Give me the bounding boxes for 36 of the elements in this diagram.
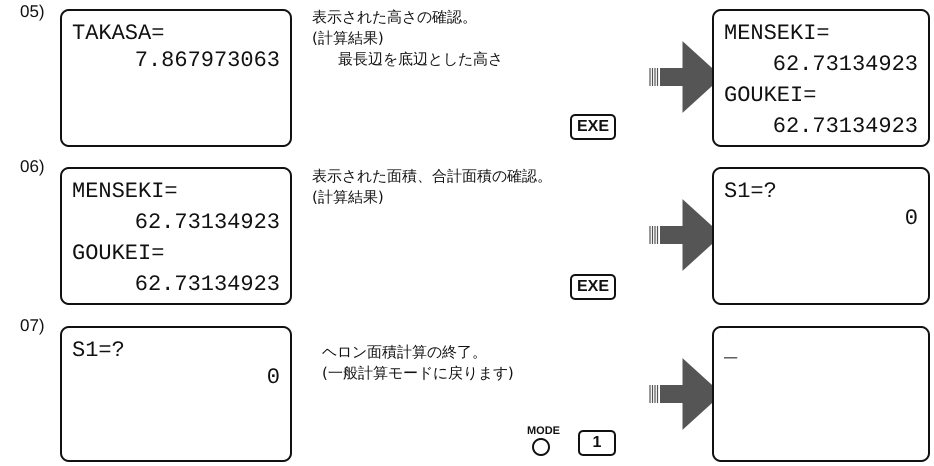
display-text: GOUKEI= [72, 241, 164, 267]
description-text: 表示された高さの確認。 [312, 8, 477, 27]
description-text: ヘロン面積計算の終了。 [322, 343, 487, 362]
display-text: MENSEKI= [72, 179, 178, 205]
display-screen [712, 167, 930, 305]
key-button: EXE [570, 274, 616, 300]
display-text: S1=? [72, 338, 125, 364]
description-text: (計算結果) [312, 29, 384, 48]
display-text: 7.867973063 [134, 48, 280, 74]
display-screen [60, 9, 292, 147]
description-text: 最長辺を底辺とした高さ [338, 50, 503, 69]
display-text: 62.73134923 [134, 210, 280, 236]
display-screen [712, 326, 930, 462]
step-number: 06) [20, 157, 45, 176]
display-text: MENSEKI= [724, 21, 830, 47]
key-button: EXE [570, 114, 616, 140]
display-text: 0 [266, 365, 280, 391]
display-text: 62.73134923 [134, 272, 280, 298]
display-screen [60, 167, 292, 305]
display-text: _ [724, 338, 738, 364]
display-text: GOUKEI= [724, 83, 816, 109]
step-number: 07) [20, 316, 45, 335]
description-text: (一般計算モードに戻ります) [322, 364, 514, 383]
display-text: 62.73134923 [772, 114, 918, 140]
display-text: 62.73134923 [772, 52, 918, 78]
display-screen [712, 9, 930, 147]
key-circle [532, 438, 550, 456]
description-text: (計算結果) [312, 188, 384, 207]
display-text: S1=? [724, 179, 777, 205]
display-screen [60, 326, 292, 462]
display-text: TAKASA= [72, 21, 164, 47]
key-label: MODE [527, 424, 560, 439]
display-text: 0 [904, 206, 918, 232]
key-button: 1 [578, 430, 616, 456]
description-text: 表示された面積、合計面積の確認。 [312, 167, 552, 186]
step-number: 05) [20, 2, 45, 21]
